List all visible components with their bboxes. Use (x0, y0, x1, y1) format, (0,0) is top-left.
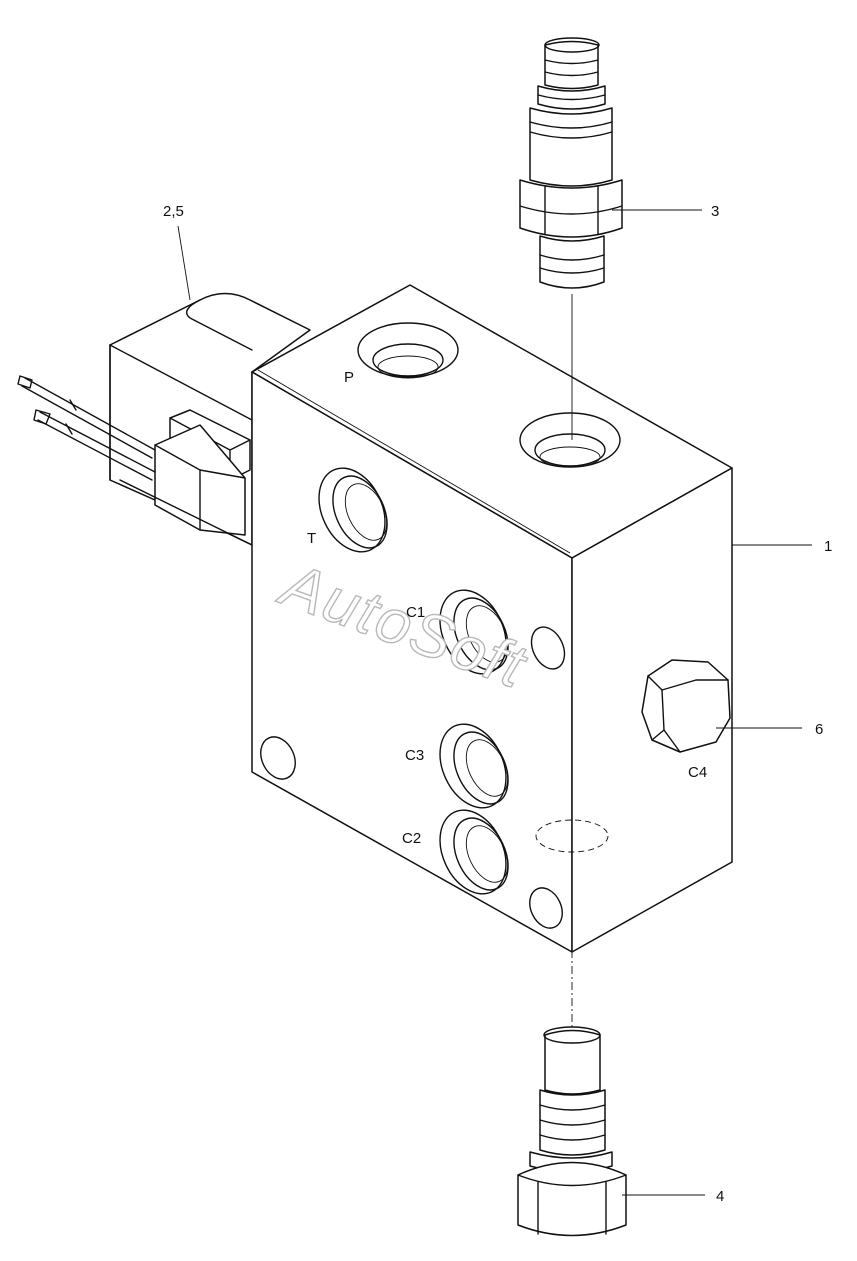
mounting-hole-left (260, 736, 296, 780)
ref-6: 6 (815, 721, 823, 738)
ref-1: 1 (824, 538, 832, 555)
port-label-c1: C1 (406, 604, 425, 621)
bottom-fitting (517, 1026, 627, 1237)
valve-block (251, 284, 733, 953)
port-label-t: T (307, 530, 316, 547)
leader-lines (177, 209, 812, 1196)
port-label-c3: C3 (405, 747, 424, 764)
port-c2 (439, 809, 509, 895)
port-cartridge-top (519, 412, 621, 468)
pilot-hole (530, 626, 566, 670)
port-label-c4: C4 (688, 764, 707, 781)
port-label-c2: C2 (402, 830, 421, 847)
ref-2-5: 2,5 (163, 203, 184, 220)
port-c3 (439, 723, 509, 809)
hidden-bottom-port (535, 819, 609, 853)
mounting-hole-right (529, 887, 563, 929)
ref-3: 3 (711, 203, 719, 220)
plug-c4 (641, 659, 731, 753)
solenoid-connector (17, 375, 253, 546)
port-t (318, 467, 388, 553)
port-c1 (439, 589, 509, 675)
ref-4: 4 (716, 1188, 724, 1205)
port-p (357, 322, 459, 379)
cartridge-valve (519, 37, 623, 289)
port-label-p: P (344, 369, 354, 386)
